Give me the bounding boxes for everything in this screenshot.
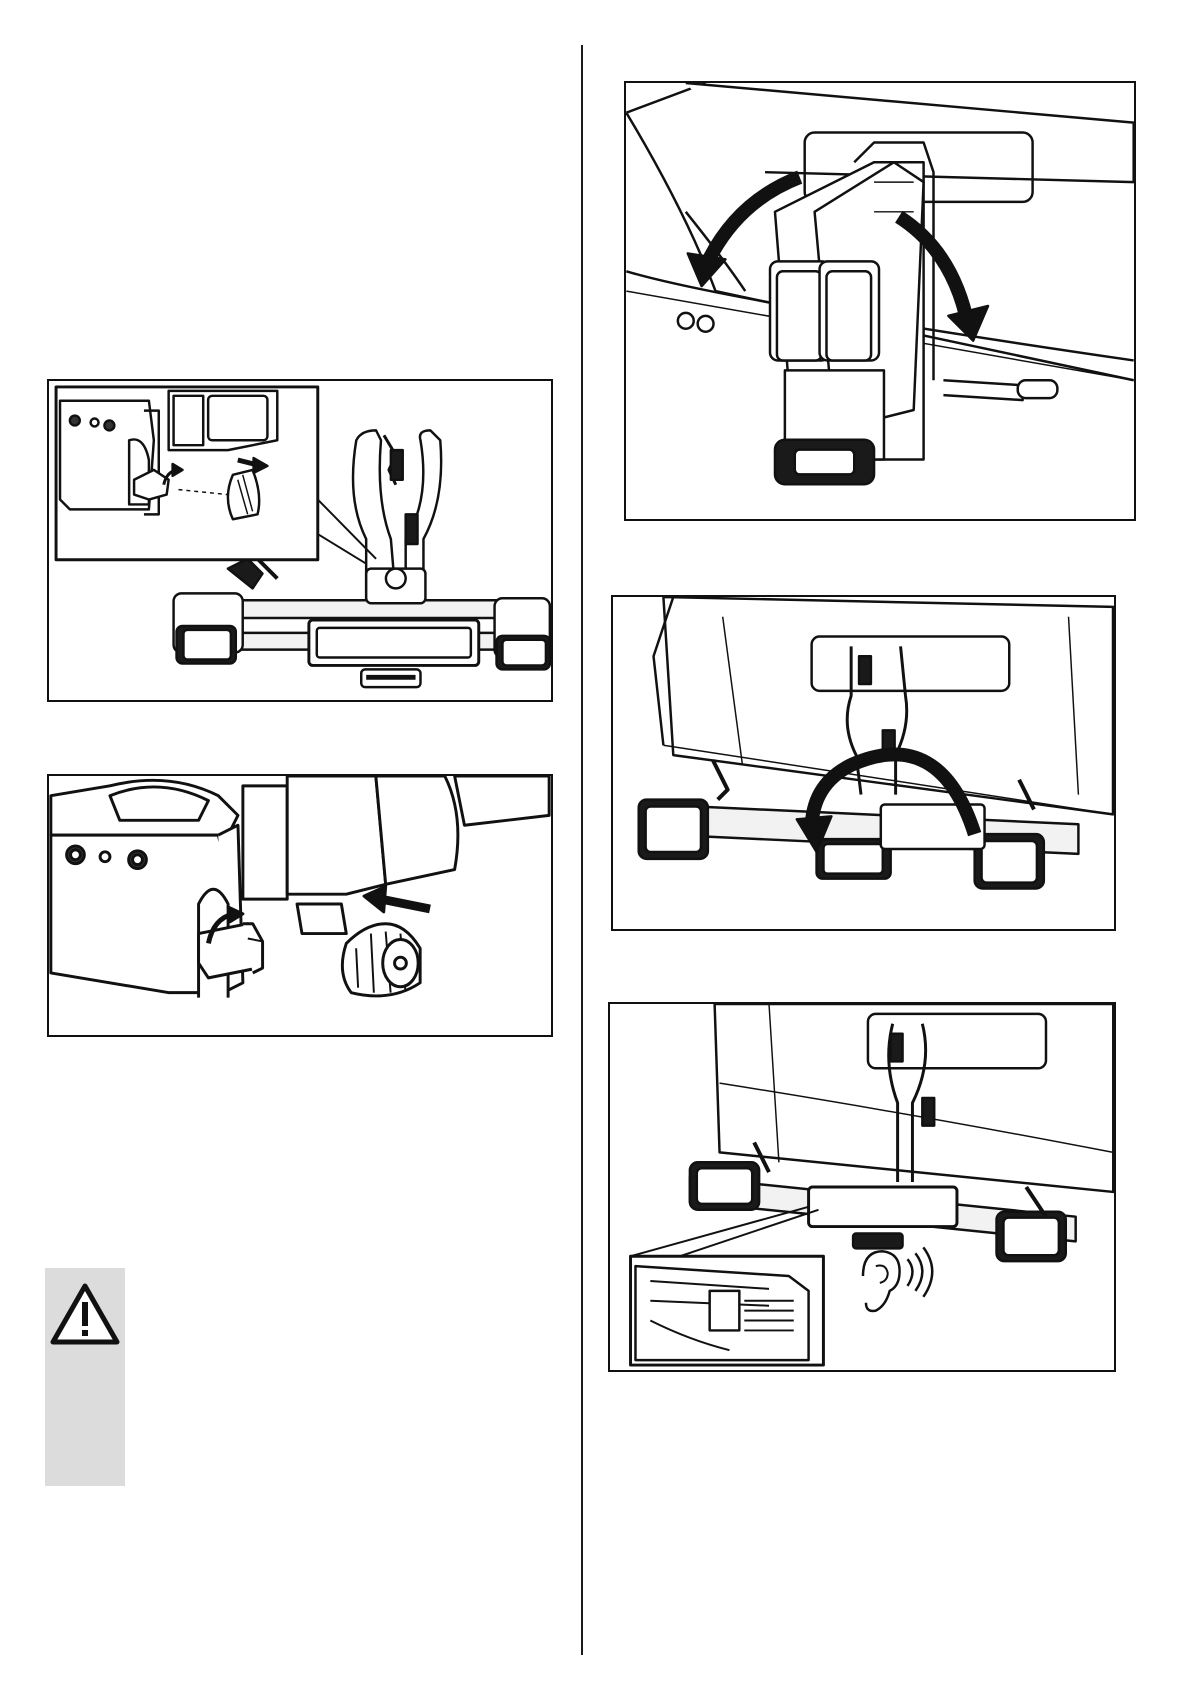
figure-lock-click (608, 1002, 1116, 1372)
column-divider (581, 45, 583, 1655)
figure-tilt-arch (611, 595, 1116, 931)
figure-knob-removal (47, 379, 553, 702)
figure-fold-out-wings (624, 81, 1136, 521)
knob-closeup-illustration (49, 776, 551, 1035)
figure-knob-tighten (47, 774, 553, 1037)
arch-rotation-illustration (613, 597, 1114, 929)
knob-detail-illustration (49, 381, 551, 700)
warning-triangle-icon (50, 1282, 120, 1346)
lock-click-illustration (610, 1004, 1114, 1370)
warning-panel (45, 1268, 125, 1486)
folded-carrier-on-car-illustration (626, 83, 1134, 519)
